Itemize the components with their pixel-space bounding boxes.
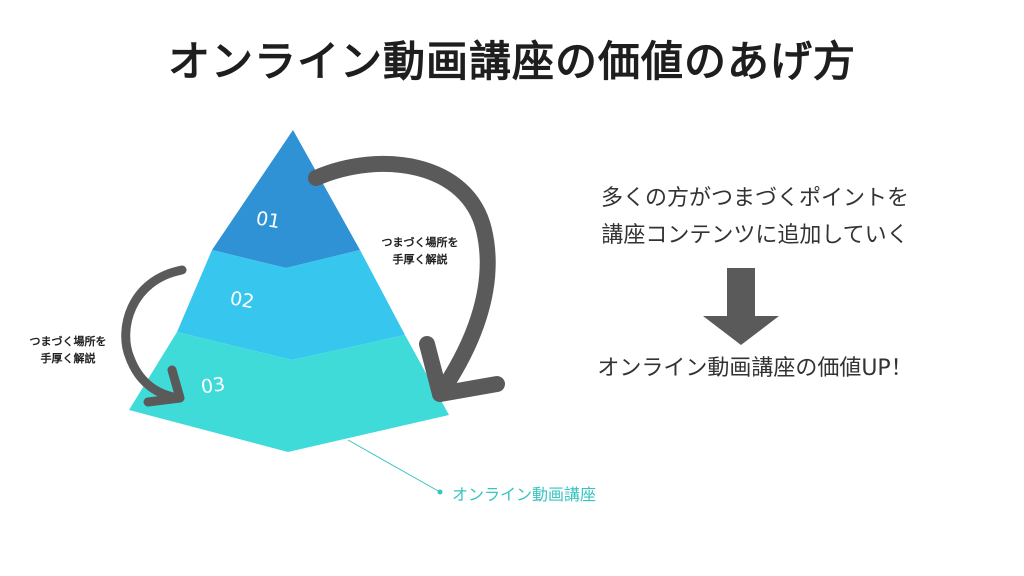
pyramid-layer-02 (177, 250, 405, 360)
page-title: オンライン動画講座の価値のあげ方 (167, 37, 856, 86)
layer-label-02: 02 (228, 287, 256, 313)
pyramid-layer-01 (212, 130, 360, 268)
annotation-left-line2: 手厚く解説 (40, 352, 96, 365)
message-line1: 多くの方がつまづくポイントを (600, 186, 909, 211)
annotation-left: つまづく場所を 手厚く解説 (8, 333, 128, 367)
caption-dot (437, 489, 443, 495)
pyramid-caption: オンライン動画講座 (452, 485, 597, 504)
down-arrow-icon (703, 268, 779, 345)
pyramid-layer-03 (129, 332, 449, 452)
annotation-right-line2: 手厚く解説 (392, 253, 448, 266)
layer-label-03: 03 (200, 373, 227, 398)
caption-leader-line (347, 439, 441, 493)
annotation-right: つまづく場所を 手厚く解説 (360, 234, 480, 268)
message-result: オンライン動画講座の価値UP！ (597, 356, 913, 381)
layer-label-01: 01 (254, 207, 282, 233)
annotation-right-line1: つまづく場所を (381, 236, 459, 249)
message-line2: 講座コンテンツに追加していく (601, 223, 909, 248)
curved-arrow-left (121, 265, 187, 407)
curved-arrow-right (308, 155, 505, 402)
annotation-left-line1: つまづく場所を (29, 335, 107, 348)
